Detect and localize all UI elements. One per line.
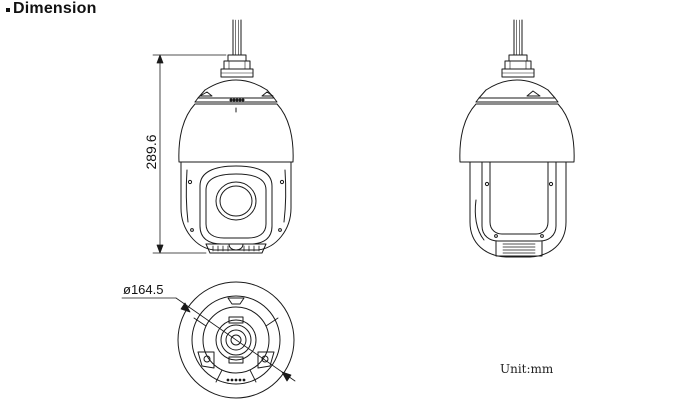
side-cable: [513, 19, 523, 56]
front-connector: [220, 54, 254, 78]
front-top-cap: [194, 79, 278, 113]
section-heading: Dimension: [6, 0, 97, 18]
height-dimension-label: 289.6: [143, 134, 159, 169]
front-view: [152, 19, 294, 254]
side-view: [459, 19, 575, 258]
bullet-icon: [6, 7, 10, 12]
unit-label: Unit:mm: [500, 362, 554, 376]
diameter-dimension-label: ø164.5: [123, 282, 163, 297]
front-dome: [178, 103, 294, 163]
bottom-screw-left: [197, 351, 215, 369]
height-dimension-line: [152, 54, 227, 254]
front-cable: [232, 19, 242, 56]
side-dome: [459, 103, 575, 163]
side-body: [469, 161, 567, 258]
section-title: Dimension: [13, 0, 97, 17]
side-connector: [501, 54, 535, 78]
side-top-cap: [475, 79, 559, 103]
bottom-screw-right: [257, 351, 275, 369]
front-body: [180, 161, 292, 254]
diameter-dimension-line: [121, 297, 296, 382]
bottom-view: [177, 281, 295, 399]
